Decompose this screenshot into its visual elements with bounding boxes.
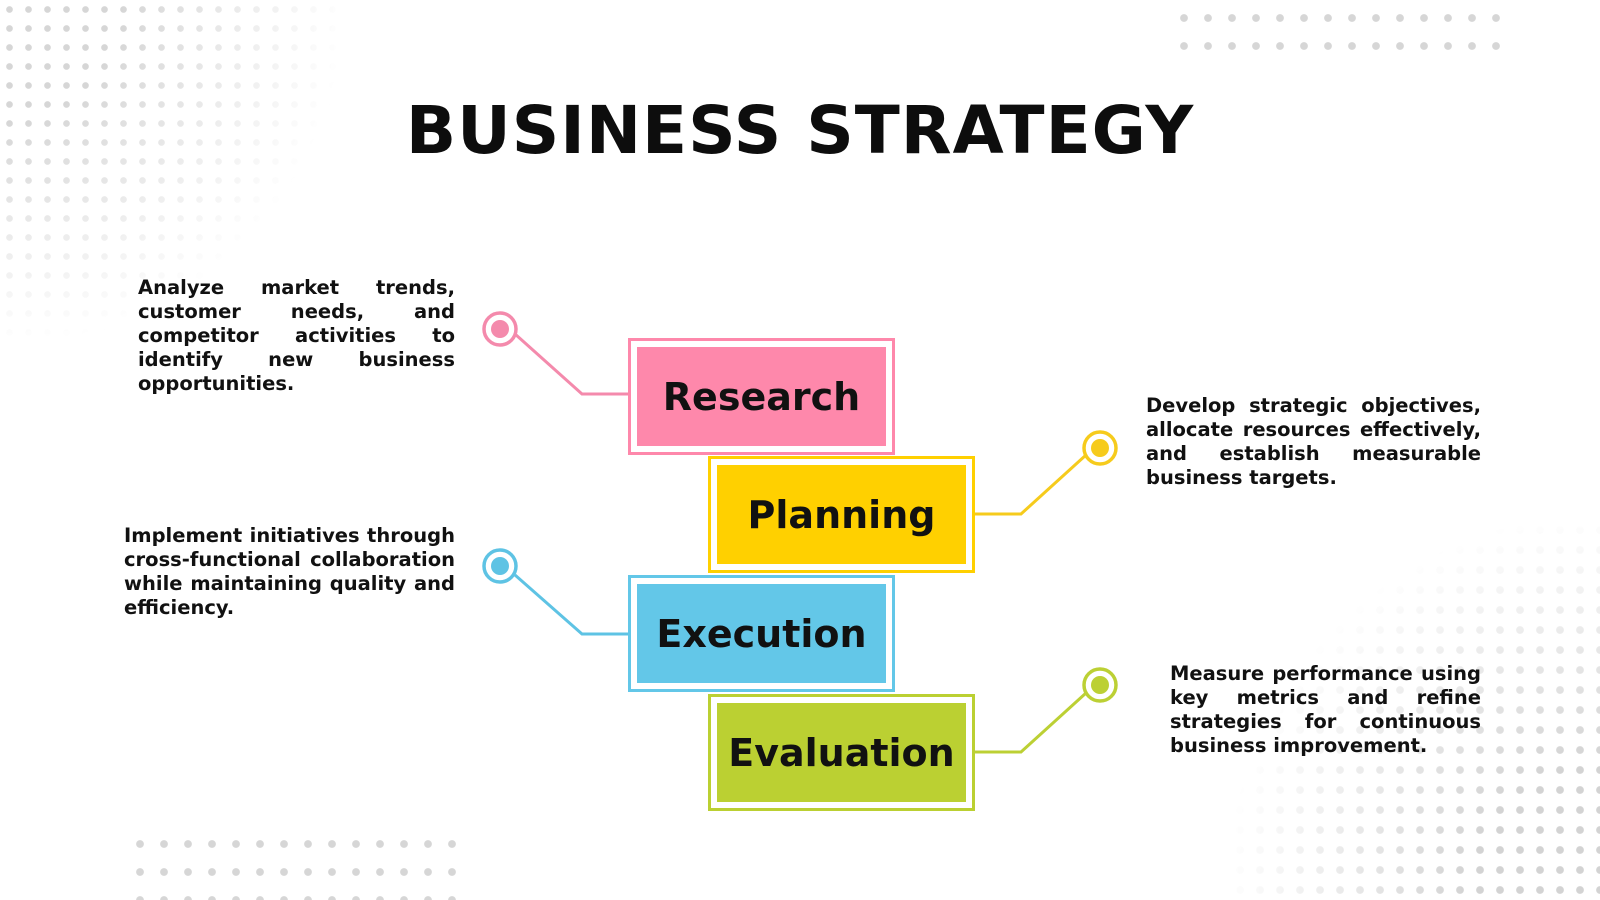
description-planning: Develop strategic objectives, allocate r… [1146, 394, 1481, 489]
step-box-evaluation: Evaluation [708, 694, 975, 811]
page-title: BUSINESS STRATEGY [405, 92, 1195, 169]
connector-line-evaluation [973, 691, 1088, 754]
connector-dot-execution [491, 557, 509, 575]
step-label-research: Research [637, 347, 886, 446]
step-label-execution: Execution [637, 584, 886, 683]
description-evaluation: Measure performance using key metrics an… [1170, 662, 1481, 757]
step-box-research: Research [628, 338, 895, 455]
description-research: Analyze market trends, customer needs, a… [138, 276, 455, 395]
connector-line-planning [973, 453, 1088, 516]
connector-dot-evaluation [1091, 676, 1109, 694]
step-box-planning: Planning [708, 456, 975, 573]
connector-dot-planning [1091, 439, 1109, 457]
step-label-planning: Planning [717, 465, 966, 564]
description-execution: Implement initiatives through cross-func… [124, 524, 455, 619]
connector-line-research [513, 332, 628, 396]
connector-line-execution [514, 573, 628, 636]
step-box-execution: Execution [628, 575, 895, 692]
step-label-evaluation: Evaluation [717, 703, 966, 802]
connector-dot-research [491, 320, 509, 338]
